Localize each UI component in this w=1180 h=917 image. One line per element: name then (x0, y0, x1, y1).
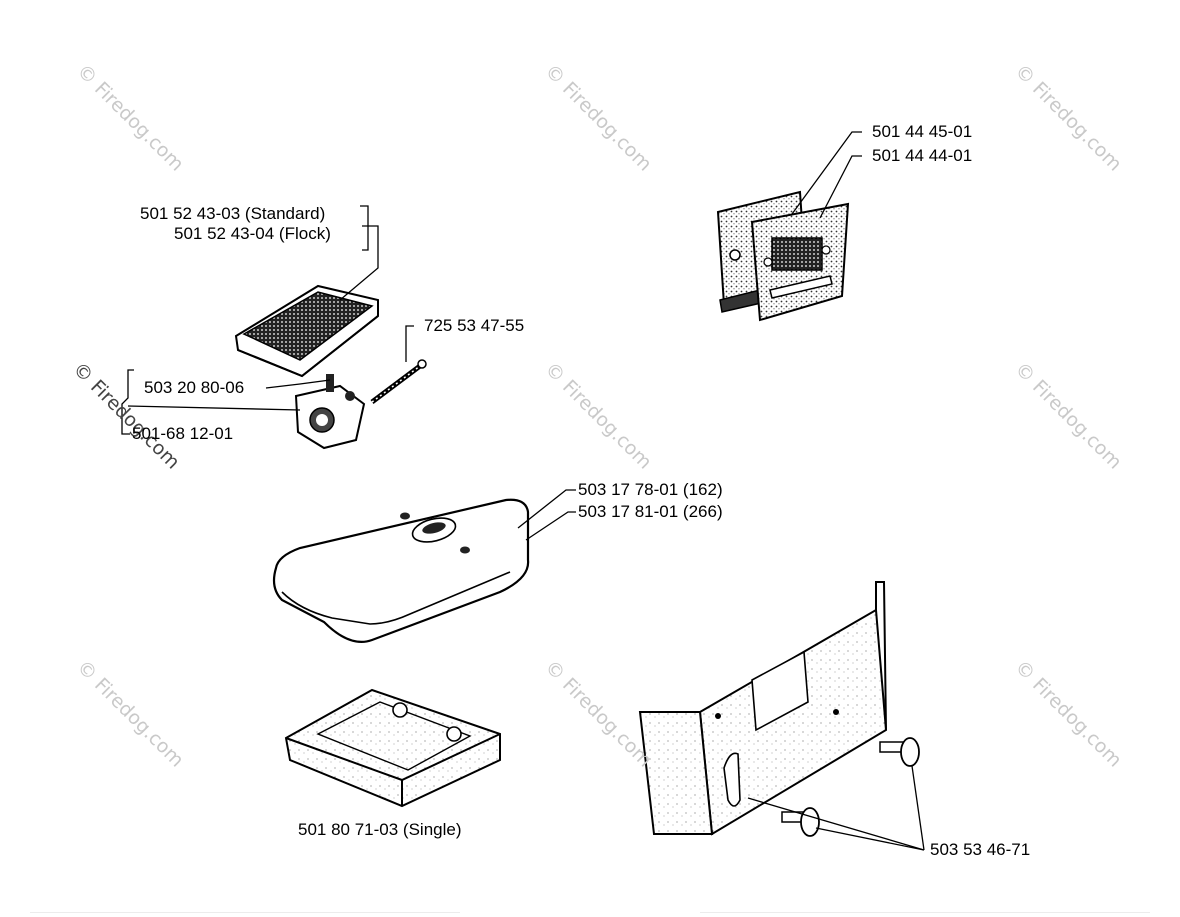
leader-carb-part (265, 379, 331, 389)
part-label-cover-266: 503 17 81-01 (266) (578, 502, 723, 521)
divider (700, 912, 1150, 913)
filter-element-drawing (234, 284, 379, 378)
leader-plate-screws-b (815, 827, 925, 851)
part-label-filter-standard: 501 52 43-03 (Standard) (140, 204, 326, 223)
leader-plate-screws-c (911, 765, 925, 851)
leader-filter (339, 225, 379, 301)
leader-filter-bracket (360, 205, 369, 251)
filter-cover-drawing (272, 498, 530, 643)
leader-cover-266 (525, 511, 576, 541)
air-filter-pair-drawing (716, 190, 850, 322)
part-label-air-filter-a: 501 44 45-01 (872, 122, 973, 141)
part-label-screw: 725 53 47-55 (424, 316, 525, 335)
leader-cover-162 (517, 489, 576, 529)
single-filter-drawing (284, 688, 501, 808)
part-label-filter-single: 501 80 71-03 (Single) (298, 820, 462, 839)
part-label-plate-screws: 503 53 46-71 (930, 840, 1031, 859)
part-label-carburetor: 501-68 12-01 (132, 424, 234, 443)
leader-carburetor (127, 405, 301, 411)
leader-air-filter-a (791, 131, 862, 215)
part-label-cover-162: 503 17 78-01 (162) (578, 480, 723, 499)
bracket-plate-drawing (638, 581, 888, 836)
leader-air-filter-b (819, 155, 862, 219)
bolt-lower-drawing (781, 807, 820, 837)
leader-plate-screws-a (747, 797, 925, 851)
part-label-filter-flock: 501 52 43-04 (Flock) (174, 224, 331, 243)
screw-drawing (370, 359, 427, 404)
part-label-air-filter-b: 501 44 44-01 (872, 146, 973, 165)
leader-carb-bracket (121, 369, 134, 435)
carburetor-drawing (294, 374, 366, 450)
bolt-upper-drawing (879, 737, 920, 767)
leader-screw (405, 325, 414, 362)
divider (30, 912, 460, 913)
part-label-carb-part: 503 20 80-06 (144, 378, 245, 397)
